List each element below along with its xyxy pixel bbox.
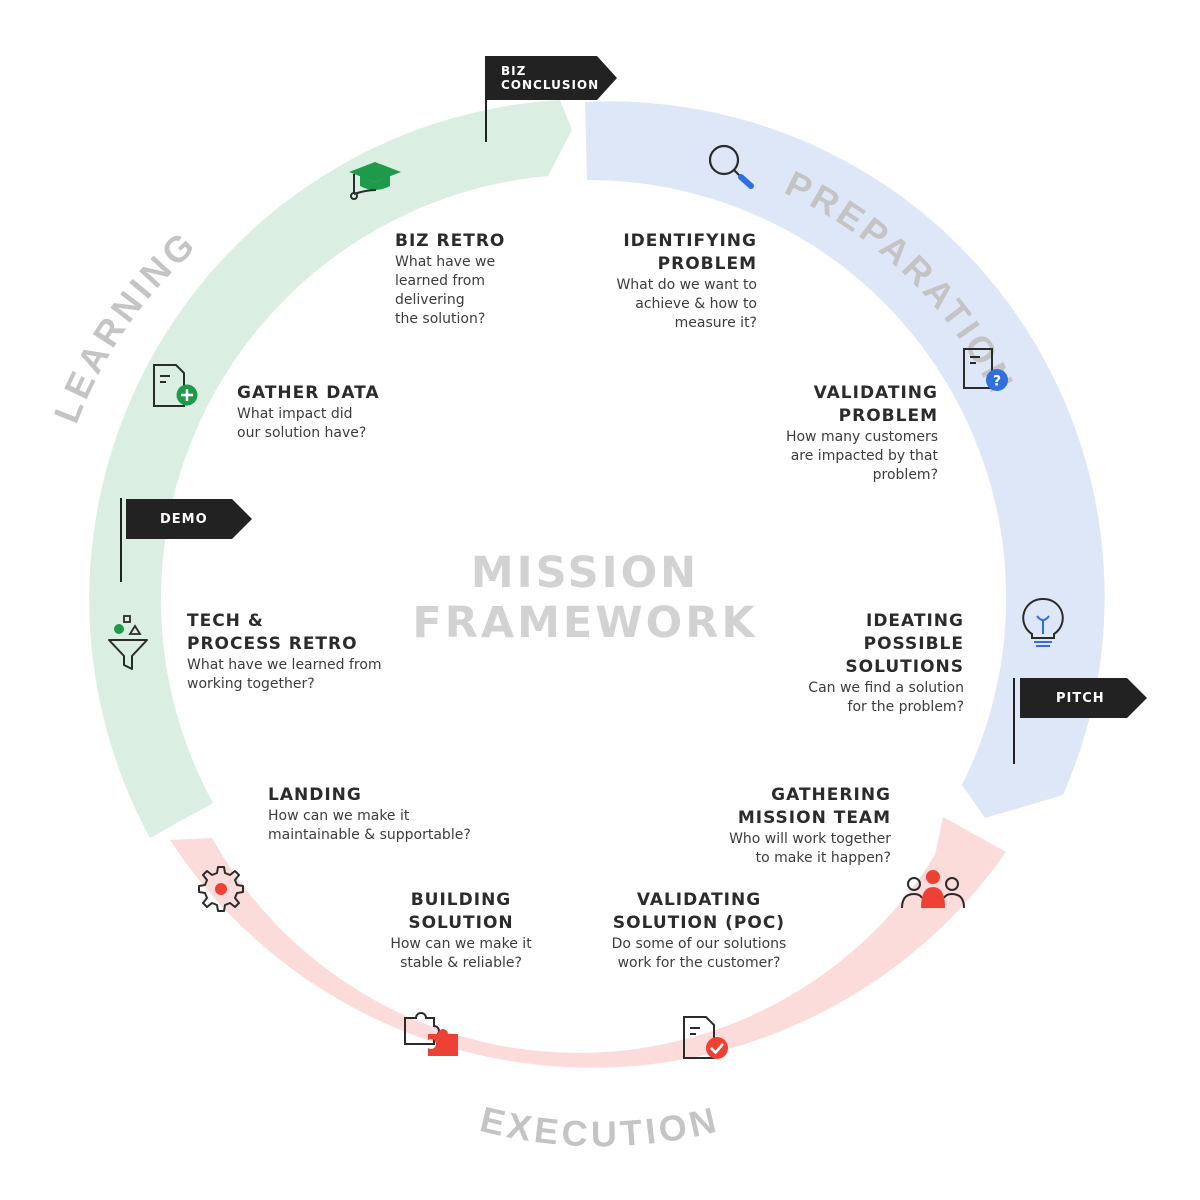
step-identifying-problem: IDENTIFYING PROBLEM What do we want to a… [560, 230, 757, 333]
puzzle-icon [404, 1012, 458, 1056]
pitch-flag-label: PITCH [1056, 690, 1105, 706]
center-title: MISSION FRAMEWORK [385, 548, 785, 648]
pitch-flag: PITCH [1020, 678, 1147, 718]
step-description: stable & reliable? [400, 955, 522, 971]
step-title: LANDING [268, 785, 362, 805]
step-title: SOLUTIONS [845, 657, 964, 677]
center-title-line2: FRAMEWORK [412, 598, 758, 648]
step-title: PROBLEM [838, 406, 938, 426]
step-title: GATHER DATA [237, 383, 380, 403]
step-title: VALIDATING [813, 383, 938, 403]
step-description: Can we find a solution [808, 680, 964, 696]
center-title-line1: MISSION [470, 548, 700, 598]
step-description: to make it happen? [755, 850, 891, 866]
step-description: What have we learned from [187, 657, 382, 673]
funnel-icon [108, 615, 148, 670]
step-title: IDENTIFYING [623, 231, 757, 251]
step-description: for the problem? [847, 699, 964, 715]
execution-arrow [170, 817, 1006, 1068]
biz-conclusion-flag-line1: BIZ [501, 64, 527, 78]
step-description: learned from [395, 273, 485, 289]
step-description: What do we want to [616, 277, 757, 293]
step-title: TECH & [187, 611, 264, 631]
step-description: maintainable & supportable? [268, 827, 471, 843]
step-description: measure it? [674, 315, 757, 331]
step-description: What have we [395, 254, 496, 270]
demo-flag-pole [120, 498, 122, 582]
step-description: are impacted by that [790, 448, 938, 464]
step-description: delivering [395, 292, 465, 308]
step-description: What impact did [237, 406, 353, 422]
step-description: the solution? [395, 311, 486, 327]
step-title: SOLUTION [408, 913, 514, 933]
step-title: PROBLEM [657, 254, 757, 274]
step-title: VALIDATING [636, 890, 762, 910]
team-icon [901, 870, 965, 909]
step-validating-problem: VALIDATING PROBLEM How many customers ar… [740, 382, 938, 485]
svg-text:?: ? [993, 374, 1001, 390]
step-ideating-solutions: IDEATING POSSIBLE SOLUTIONS Can we find … [764, 610, 964, 717]
step-gather-data: GATHER DATA What impact did our solution… [237, 382, 417, 443]
search-icon [708, 144, 754, 189]
demo-flag: DEMO [126, 499, 252, 539]
step-description: How can we make it [390, 936, 532, 952]
step-building-solution: BUILDING SOLUTION How can we make it sta… [381, 889, 541, 973]
preparation-arrow [585, 101, 1105, 819]
biz-conclusion-flag-line2: CONCLUSION [501, 78, 600, 92]
step-landing: LANDING How can we make it maintainable … [268, 784, 488, 845]
lightbulb-icon [1022, 597, 1064, 647]
step-description: problem? [872, 467, 938, 483]
step-title: MISSION TEAM [737, 808, 891, 828]
step-title: BUILDING [410, 890, 512, 910]
step-gathering-mission-team: GATHERING MISSION TEAM Who will work tog… [691, 784, 891, 868]
step-description: our solution have? [237, 425, 367, 441]
step-title: GATHERING [771, 785, 891, 805]
step-description: Do some of our solutions [611, 936, 787, 952]
biz-conclusion-flag: BIZ CONCLUSION [487, 56, 617, 100]
step-description: How many customers [785, 429, 938, 445]
step-description: Who will work together [729, 831, 891, 847]
step-title: PROCESS RETRO [187, 634, 358, 654]
step-title: SOLUTION (POC) [612, 913, 786, 933]
step-description: How can we make it [268, 808, 410, 824]
step-title: IDEATING [866, 611, 964, 631]
learning-arrow [89, 100, 573, 838]
step-title: BIZ RETRO [395, 231, 506, 251]
step-description: achieve & how to [635, 296, 757, 312]
document-check-icon [683, 1016, 728, 1059]
biz-conclusion-flag-pole [485, 56, 487, 142]
gear-icon [198, 866, 244, 912]
step-tech-process-retro: TECH & PROCESS RETRO What have we learne… [187, 610, 407, 694]
step-validating-solution: VALIDATING SOLUTION (POC) Do some of our… [599, 889, 799, 973]
step-biz-retro: BIZ RETRO What have we learned from deli… [395, 230, 545, 329]
document-question-icon: ? [963, 348, 1008, 391]
phase-label-execution: EXECUTION [476, 1098, 723, 1154]
step-description: work for the customer? [617, 955, 781, 971]
document-add-icon [153, 364, 198, 407]
step-description: working together? [187, 676, 315, 692]
graduation-cap-icon [349, 162, 401, 200]
pitch-flag-pole [1013, 678, 1015, 764]
step-title: POSSIBLE [863, 634, 964, 654]
demo-flag-label: DEMO [160, 511, 208, 527]
